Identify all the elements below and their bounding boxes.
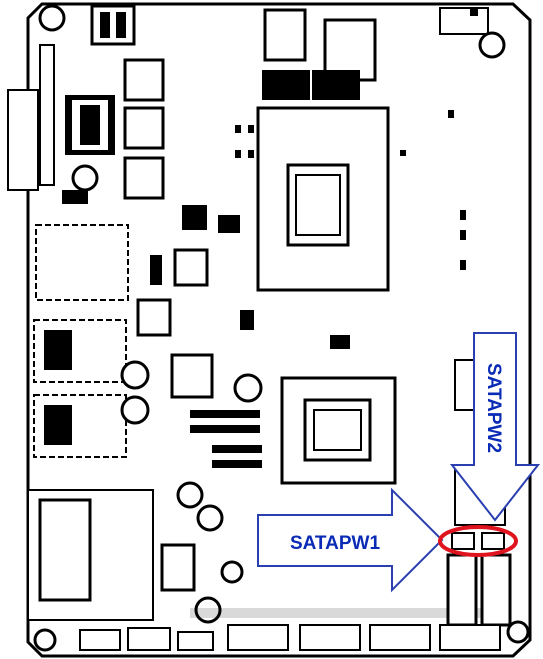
top-fan-header xyxy=(439,7,489,35)
satapw1-label: SATAPW1 xyxy=(290,533,381,554)
sodimm-slot xyxy=(35,224,129,301)
bottom-header-7 xyxy=(439,624,501,651)
satapw2-label: SATAPW2 xyxy=(483,363,504,453)
lvds-header xyxy=(39,44,55,186)
bottom-header-4 xyxy=(227,624,289,651)
bottom-header-6 xyxy=(369,624,431,651)
vga-connector xyxy=(7,89,39,191)
bottom-header-1 xyxy=(79,629,121,651)
satapw2-arrow xyxy=(449,332,541,522)
satapw2-connector xyxy=(481,532,505,550)
mount-hole-top-right xyxy=(478,31,506,59)
mount-hole-top-left xyxy=(38,4,66,32)
sata-port-1 xyxy=(446,553,478,627)
highlight-ring xyxy=(438,525,518,557)
mount-hole-bottom-left xyxy=(176,481,204,509)
bottom-header-2 xyxy=(127,627,171,651)
bottom-header-5 xyxy=(299,624,361,651)
top-header-1 xyxy=(90,4,136,46)
satapw1-arrow xyxy=(257,487,444,593)
sata-port-2 xyxy=(480,553,512,627)
bottom-header-3 xyxy=(177,631,214,651)
satapw1-connector xyxy=(451,532,475,550)
